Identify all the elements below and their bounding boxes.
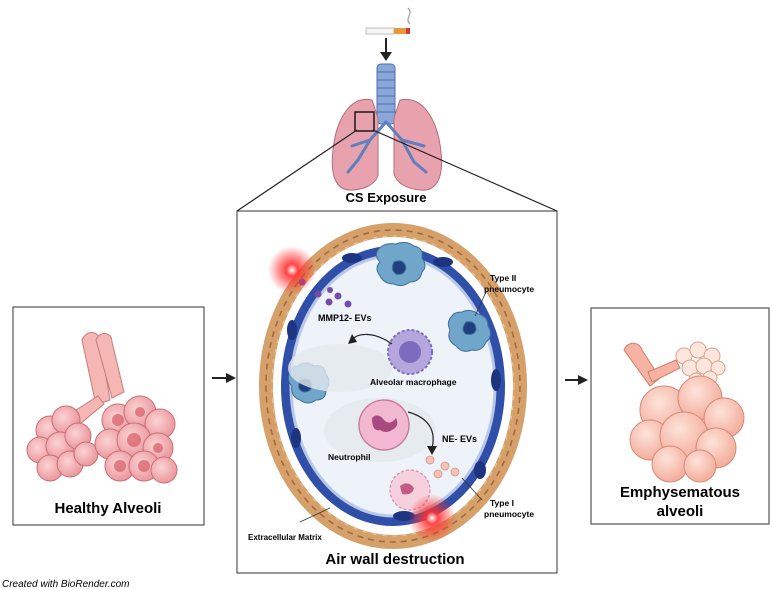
neutrophil-cell xyxy=(324,398,436,462)
emphysematous-alveoli-illustration xyxy=(623,341,745,483)
zoom-line-right xyxy=(372,129,558,212)
damage-glow-bottom xyxy=(408,494,456,542)
ne-evs-label: NE- EVs xyxy=(442,434,477,444)
damage-glow-top xyxy=(268,246,316,294)
zoom-line-left xyxy=(236,129,358,212)
cs-exposure-label: CS Exposure xyxy=(346,190,427,205)
arrow-right-icon-2 xyxy=(565,375,588,385)
down-arrow-icon xyxy=(380,38,392,61)
alveolar-macrophage-label: Alveolar macrophage xyxy=(370,377,457,387)
ne-ev-cluster xyxy=(425,455,460,479)
alveolar-macrophage-cell xyxy=(288,329,433,392)
biorender-credit: Created with BioRender.com xyxy=(2,579,129,589)
type-ii-pneumocyte-top xyxy=(375,241,426,287)
type-ii-pneumocyte-right xyxy=(447,309,492,352)
inset-marker xyxy=(354,111,375,132)
neutrophil-label: Neutrophil xyxy=(328,452,371,462)
healthy-alveoli-title: Healthy Alveoli xyxy=(55,500,162,517)
mmp12-evs-label: MMP12- EVs xyxy=(318,313,372,323)
cigarette-icon xyxy=(365,7,411,35)
extracellular-matrix-label: Extracellular Matrix xyxy=(248,533,322,542)
arrow-right-icon xyxy=(212,373,236,383)
alveolus-cross-section xyxy=(259,223,527,549)
air-wall-destruction-title: Air wall destruction xyxy=(325,551,464,568)
healthy-alveoli-illustration xyxy=(26,332,178,484)
lungs-icon xyxy=(331,63,443,191)
